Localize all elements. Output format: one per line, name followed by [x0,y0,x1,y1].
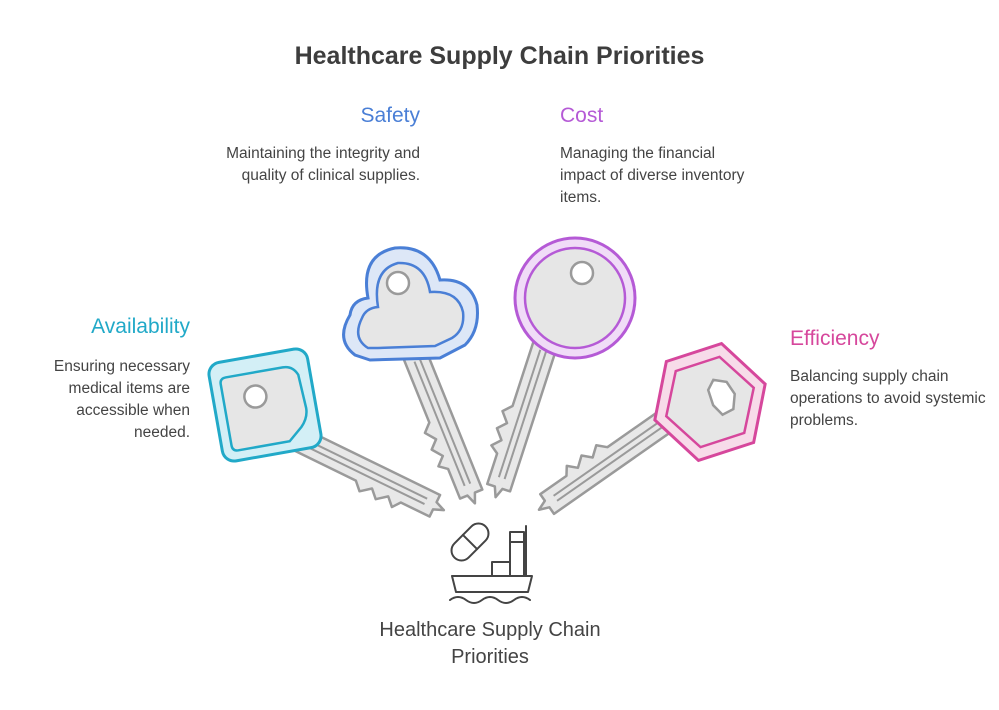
efficiency-description: Balancing supply chain operations to avo… [790,368,986,429]
cost-key [475,236,637,503]
efficiency-heading: Efficiency [790,327,880,350]
availability-description: Ensuring necessary medical items are acc… [53,358,190,441]
availability-heading: Availability [91,315,190,338]
safety-key-head [342,246,479,362]
safety-heading: Safety [360,104,420,127]
pill-ship-icon [449,522,533,604]
cost-heading: Cost [560,104,604,127]
center-label: Healthcare Supply Chain Priorities [379,619,601,668]
cost-description: Managing the financial impact of diverse… [560,145,745,206]
safety-description: Maintaining the integrity and quality of… [226,145,420,184]
diagram-title: Healthcare Supply Chain Priorities [294,42,705,70]
safety-key [342,246,488,513]
availability-key [207,347,451,530]
efficiency-key [526,341,767,521]
